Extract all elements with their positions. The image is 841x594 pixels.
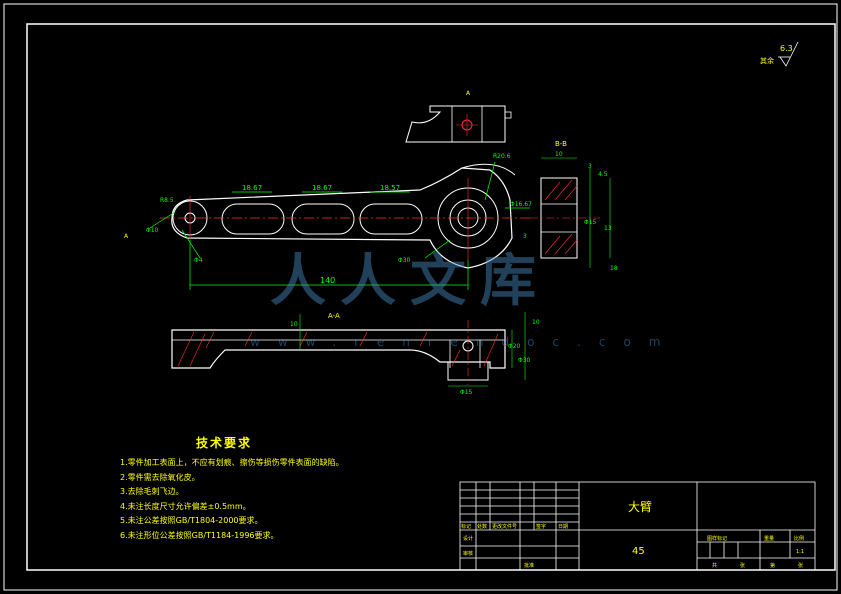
tb-header-2: 更改文件号 xyxy=(492,523,517,530)
tb-header-1: 处数 xyxy=(477,523,487,530)
dim-left-small: Φ4 xyxy=(194,257,203,264)
dim-bb-t: 18 xyxy=(610,265,618,272)
top-view: A xyxy=(405,90,512,143)
tb-row-2: 批准 xyxy=(524,562,534,569)
dim-bb-top: 10 xyxy=(555,151,563,158)
tb-row-0: 设计 xyxy=(463,535,473,542)
tb-header-0: 标记 xyxy=(461,523,471,530)
tech-item: 2.零件需去除氧化皮。 xyxy=(120,472,200,482)
dim-aa-phi: Φ15 xyxy=(460,389,473,396)
dim-length: 140 xyxy=(320,276,335,285)
dim-slot2: 18.67 xyxy=(312,184,332,192)
watermark-brand: 人人文库 xyxy=(270,249,550,314)
tech-item: 5.未注公差按照GB/T1804-2000要求。 xyxy=(120,516,263,525)
tech-item: 6.未注形位公差按照GB/T1184-1996要求。 xyxy=(120,530,279,540)
tb-sheet-1: 张 xyxy=(740,562,745,569)
dim-right-r: R20.6 xyxy=(493,153,511,160)
tech-requirements: 1.零件加工表面上，不应有划痕、擦伤等损伤零件表面的缺陷。 2.零件需去除氧化皮… xyxy=(120,456,344,543)
tb-right-0: 图样标记 xyxy=(707,535,727,542)
dim-right-dia: Φ30 xyxy=(398,257,411,264)
section-aa: A-A 10 10 Φ30 Φ20 Φ15 xyxy=(171,312,540,396)
tech-item: 1.零件加工表面上，不应有划痕、擦伤等损伤零件表面的缺陷。 xyxy=(120,458,344,467)
dim-bb-d-mid: 3 xyxy=(523,233,527,240)
tb-right-2: 比例 xyxy=(794,535,804,542)
tb-right-1: 重量 xyxy=(764,535,774,542)
tb-row-1: 审核 xyxy=(463,550,473,557)
part-name: 大臂 xyxy=(628,500,652,514)
tb-sheet-3: 张 xyxy=(798,562,803,569)
material: 45 xyxy=(632,546,645,557)
dim-bb-phi: Φ15 xyxy=(584,219,597,226)
front-view: 18.67 18.67 18.57 140 Φ10 R8.5 Φ4 R20.6 … xyxy=(124,153,532,290)
tech-requirements-title: 技术要求 xyxy=(196,436,253,450)
tb-header-4: 日期 xyxy=(558,524,568,530)
watermark-url: www.renrendoc.com xyxy=(250,335,678,349)
tb-scale: 1:1 xyxy=(796,549,804,555)
dim-left-r: R8.5 xyxy=(160,197,174,204)
roughness-label: 其余 xyxy=(760,56,774,65)
dim-left-dia: Φ10 xyxy=(146,227,159,234)
dim-bb-a: 3 xyxy=(588,163,592,170)
dim-bb-b: 4.5 xyxy=(598,171,608,178)
section-aa-label: A-A xyxy=(328,312,340,320)
top-view-label: A xyxy=(466,90,471,97)
dim-right-bore: Φ16.67 xyxy=(510,201,532,208)
dim-aa-phi30: Φ30 xyxy=(518,357,531,364)
dim-slot1: 18.67 xyxy=(242,184,262,192)
title-block xyxy=(459,481,816,571)
section-bb-label: B-B xyxy=(555,140,567,148)
dim-aa-phi20: Φ20 xyxy=(508,343,521,350)
dim-aa-h2: 10 xyxy=(532,319,540,326)
tb-header-3: 签字 xyxy=(536,523,546,530)
dim-slot3: 18.57 xyxy=(380,184,400,192)
watermark: 人人文库 www.renrendoc.com xyxy=(250,249,678,349)
section-bb: B-B 10 3 4.5 Φ15 13 18 xyxy=(530,140,618,272)
dim-aa-h1: 10 xyxy=(290,321,298,328)
roughness-symbol: 6.3 其余 xyxy=(760,41,799,67)
inner-border xyxy=(26,23,836,571)
roughness-value: 6.3 xyxy=(780,44,793,53)
dim-bb-h: 13 xyxy=(604,225,612,232)
tech-item: 3.去除毛刺飞边。 xyxy=(120,487,184,496)
outer-border xyxy=(3,3,838,591)
tech-item: 4.未注长度尺寸允许偏差±0.5mm。 xyxy=(120,501,251,511)
tb-sheet-0: 共 xyxy=(712,562,717,569)
tb-sheet-2: 第 xyxy=(770,562,775,569)
side-a-label: A xyxy=(124,233,129,240)
